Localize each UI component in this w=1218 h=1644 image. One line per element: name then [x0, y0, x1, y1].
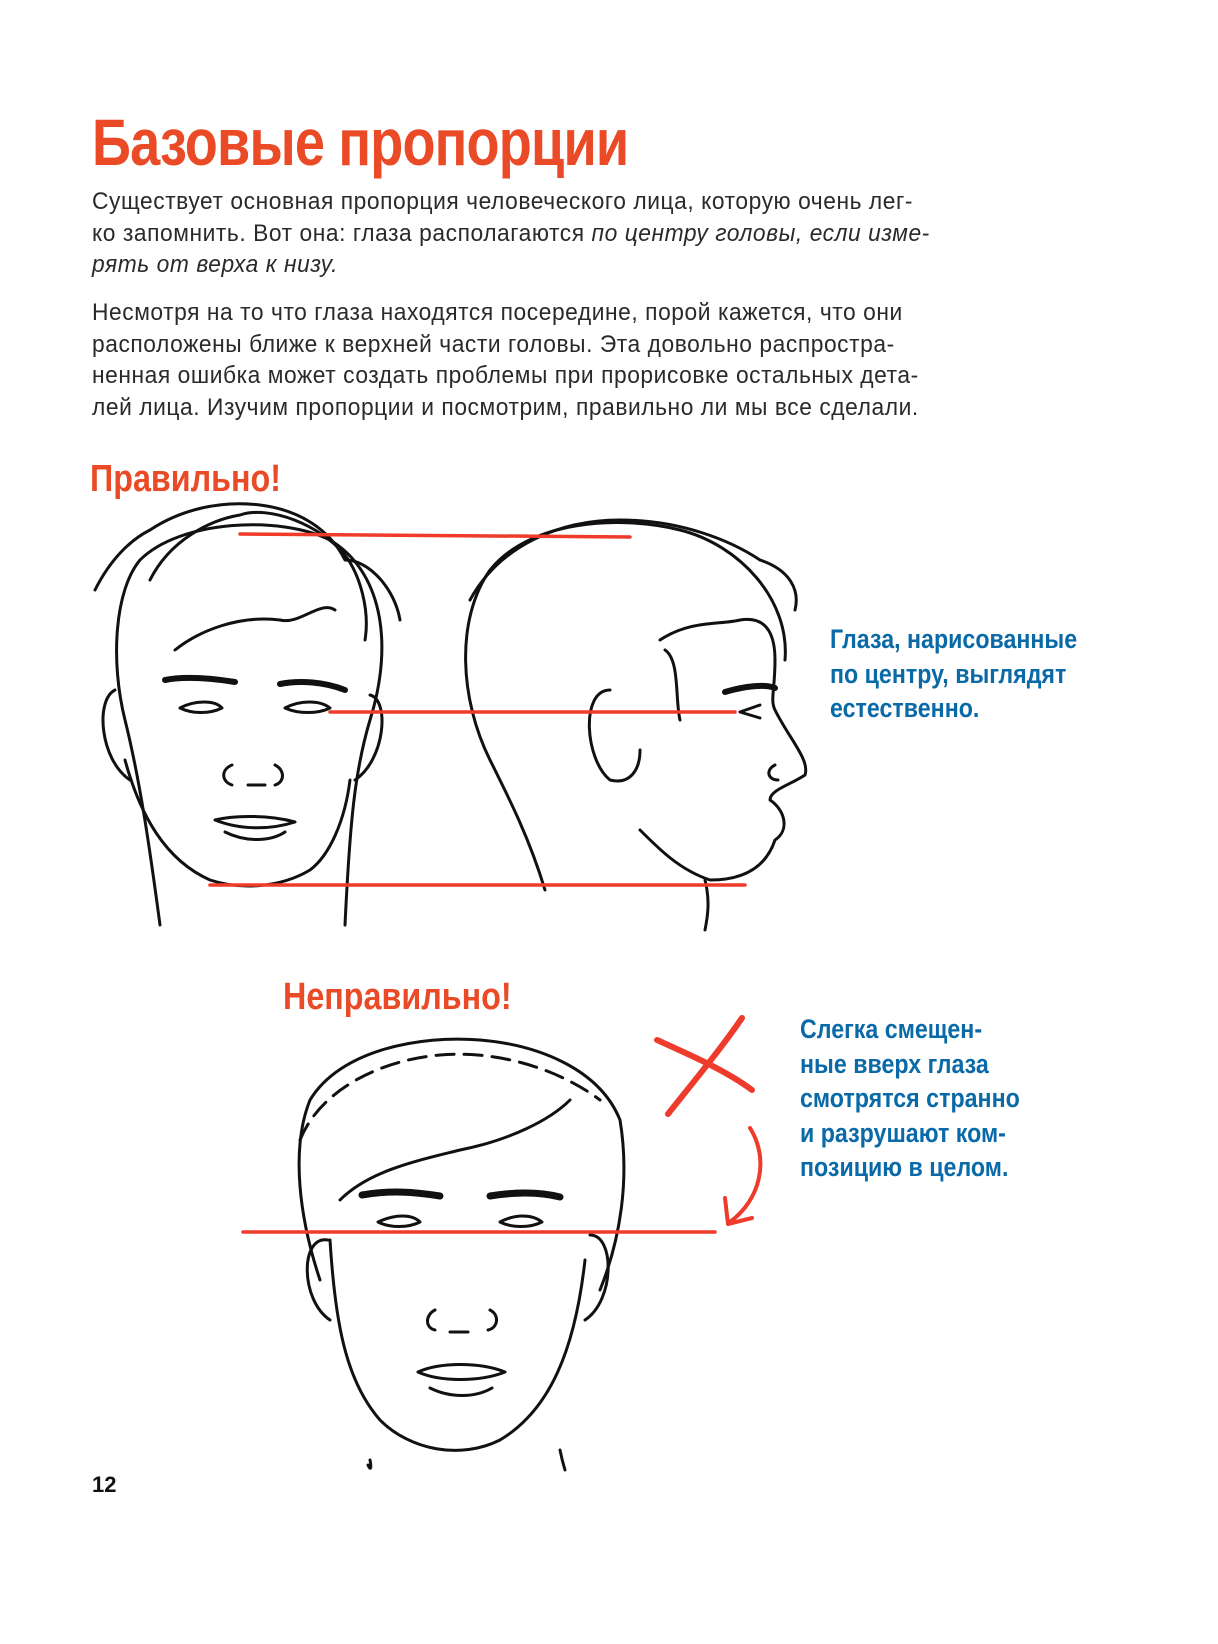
guide-lines	[208, 532, 747, 1234]
correct-caption: Глаза, нарисованные по центру, выглядят …	[830, 622, 1077, 726]
paragraph-line: расположены ближе к верхней части головы…	[92, 330, 895, 358]
paragraph-line: лей лица. Изучим пропорции и посмотрим, …	[92, 393, 919, 421]
paragraph-1: Существует основная пропорция человеческ…	[92, 186, 930, 281]
text-italic: рять от верха к низу.	[92, 251, 339, 278]
front-head-sketch	[93, 502, 402, 927]
curved-arrow-icon	[723, 1126, 763, 1226]
text-normal: ко запомнить. Вот она: глаза располагают…	[92, 219, 592, 247]
caption-line: позицию в целом.	[800, 1152, 1009, 1182]
caption-line: и разрушают ком-	[800, 1117, 1006, 1148]
paragraph-2: Несмотря на то что глаза находятся посер…	[92, 297, 919, 423]
top-guide-line	[238, 532, 632, 539]
profile-head-sketch	[464, 518, 808, 932]
paragraph-line: ненная ошибка может создать проблемы при…	[92, 362, 919, 389]
paragraph-line: ко запомнить. Вот она: глаза располагают…	[92, 218, 930, 250]
caption-line: смотрятся странно	[800, 1083, 1020, 1113]
page-title: Базовые пропорции	[92, 105, 629, 179]
caption-line: естественно.	[830, 693, 980, 723]
caption-line: ные вверх глаза	[800, 1048, 989, 1079]
wrong-caption: Слегка смещен- ные вверх глаза смотрятся…	[800, 1012, 1020, 1185]
caption-line: по центру, выглядят	[830, 658, 1067, 689]
wrong-head-sketch	[297, 1037, 626, 1472]
caption-line: Слегка смещен-	[800, 1014, 983, 1044]
page-number: 12	[92, 1472, 117, 1497]
text-italic: по центру головы, если изме-	[591, 219, 930, 247]
caption-line: Глаза, нарисованные	[830, 624, 1078, 654]
correct-heading: Правильно!	[90, 458, 281, 500]
cross-mark-icon	[654, 1015, 755, 1117]
paragraph-line: Существует основная пропорция человеческ…	[92, 188, 914, 215]
paragraph-line: Несмотря на то что глаза находятся посер…	[92, 299, 903, 326]
wrong-heading: Неправильно!	[283, 976, 512, 1018]
paragraph-line: рять от верха к низу.	[92, 249, 930, 281]
